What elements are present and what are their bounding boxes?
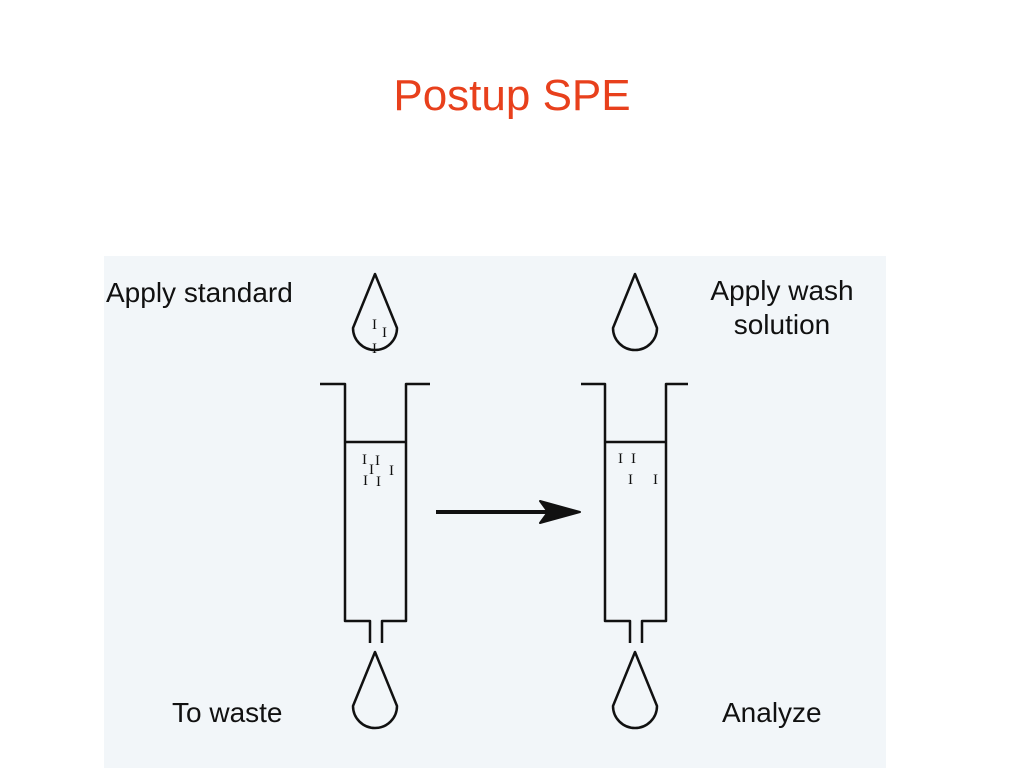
analyte-marker: I (631, 451, 636, 467)
left-cartridge-wall-right (380, 382, 430, 643)
analyte-marker: I (362, 452, 367, 468)
analyte-marker: I (389, 463, 394, 479)
apply-standard-label: Apply standard (106, 277, 293, 308)
right-cartridge-wall-left (581, 382, 632, 643)
analyte-marker: I (618, 451, 623, 467)
standard-drop-icon (351, 272, 399, 352)
left-cartridge-wall-left (320, 382, 372, 643)
spe-diagram-drawing: I I I I I I I I I I I I I (320, 272, 688, 730)
analyte-marker: I (376, 474, 381, 490)
analyte-marker: I (382, 325, 387, 341)
analyte-marker: I (369, 462, 374, 478)
apply-wash-solution-label: Apply wash solution (682, 274, 882, 342)
analyte-marker: I (372, 317, 377, 333)
analyte-marker: I (372, 341, 377, 357)
analyte-marker: I (375, 453, 380, 469)
waste-drop-icon (351, 650, 399, 730)
analyze-drop-icon (611, 650, 659, 730)
wash-drop-icon (611, 272, 659, 352)
spe-diagram: I I I I I I I I I I I I I Apply standard… (104, 256, 886, 768)
process-arrow-head (539, 500, 581, 524)
analyte-marker: I (363, 473, 368, 489)
analyte-marker: I (653, 472, 658, 488)
to-waste-label: To waste (172, 697, 283, 728)
apply-wash-label-line2: solution (733, 309, 831, 340)
analyte-marker: I (628, 472, 633, 488)
right-cartridge-wall-right (640, 382, 688, 643)
apply-wash-label-line1: Apply wash (710, 275, 854, 306)
slide-title: Postup SPE (393, 71, 631, 120)
analyze-label: Analyze (722, 697, 822, 728)
